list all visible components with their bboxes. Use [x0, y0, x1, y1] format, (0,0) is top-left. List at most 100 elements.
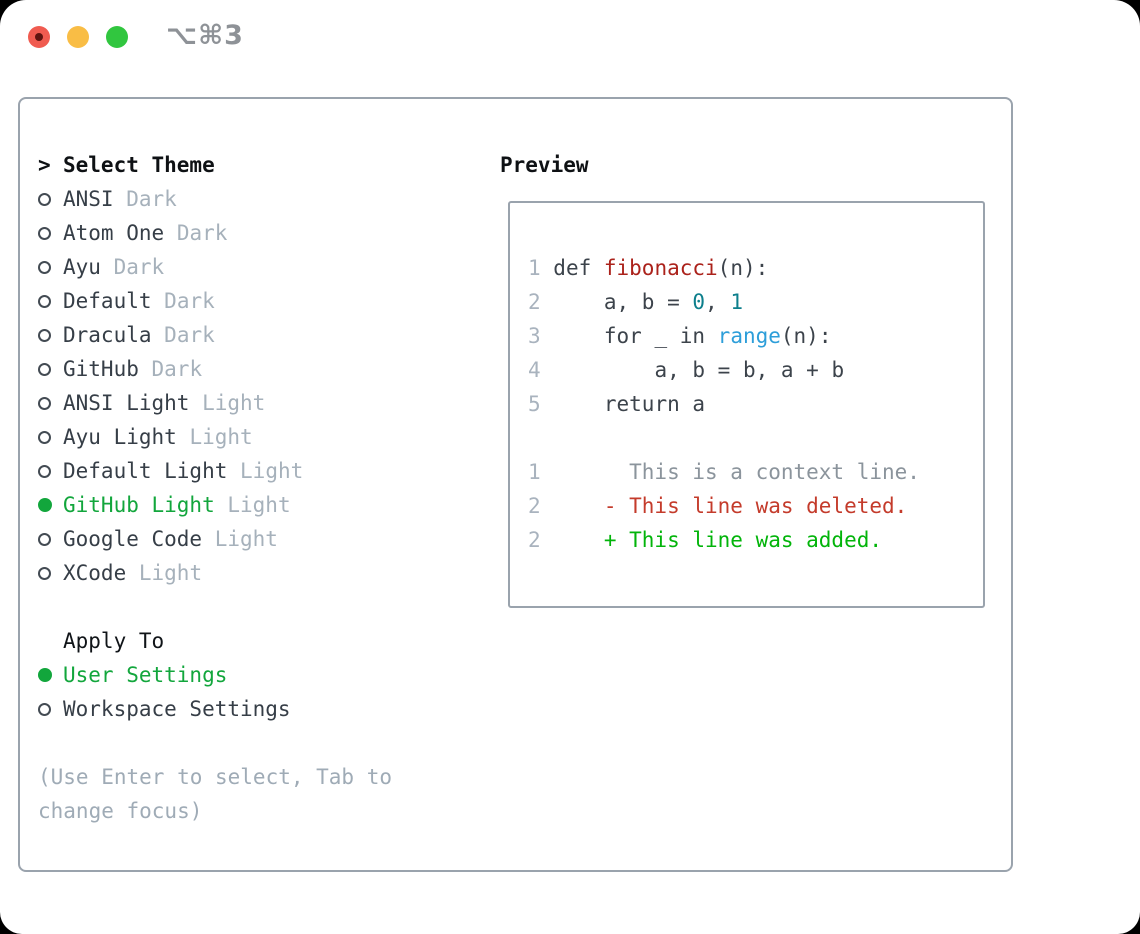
code-line: 2 a, b = 0, 1	[528, 285, 983, 319]
theme-name: Default Light	[63, 459, 228, 483]
code-line: 1 def fibonacci(n):	[528, 251, 983, 285]
code-token: a, b =	[553, 290, 693, 314]
code-token: range	[717, 324, 781, 348]
radio-icon	[38, 566, 51, 580]
code-token: for _ in	[553, 324, 718, 348]
line-number: 2	[528, 528, 604, 552]
minimize-button[interactable]	[67, 26, 89, 48]
code-token: def	[553, 256, 604, 280]
theme-option-github-light-light[interactable]: GitHub Light Light	[38, 488, 478, 522]
theme-variant-tag: Light	[138, 561, 203, 585]
diff-text: - This line was deleted.	[603, 494, 908, 518]
theme-name: ANSI	[63, 187, 114, 211]
titlebar: ⌥⌘3	[0, 0, 1140, 75]
radio-icon	[38, 396, 51, 410]
theme-name: Ayu Light	[63, 425, 177, 449]
radio-icon	[38, 362, 51, 376]
theme-variant-tag: Dark	[126, 187, 177, 211]
theme-variant-tag: Dark	[151, 357, 203, 381]
prompt-icon: >	[38, 153, 51, 177]
zoom-button[interactable]	[106, 26, 128, 48]
select-theme-header-row: > Select Theme	[38, 148, 478, 182]
theme-option-default-dark[interactable]: Default Dark	[38, 284, 478, 318]
diff-preview: 1 This is a context line.2 - This line w…	[528, 455, 983, 557]
theme-option-default-light-light[interactable]: Default Light Light	[38, 454, 478, 488]
apply-to-header-row: Apply To	[38, 624, 478, 658]
theme-option-github-dark[interactable]: GitHub Dark	[38, 352, 478, 386]
code-line: 3 for _ in range(n):	[528, 319, 983, 353]
preview-column: Preview 1 def fibonacci(n):2 a, b = 0, 1…	[500, 148, 1000, 608]
line-number: 4	[528, 358, 554, 382]
code-token: (n):	[780, 324, 832, 348]
theme-option-dracula-dark[interactable]: Dracula Dark	[38, 318, 478, 352]
diff-text: + This line was added.	[603, 528, 883, 552]
line-number: 5	[528, 392, 554, 416]
radio-icon	[38, 464, 51, 478]
theme-name: Atom One	[63, 221, 165, 245]
theme-option-ansi-light-light[interactable]: ANSI Light Light	[38, 386, 478, 420]
radio-icon	[38, 294, 51, 308]
theme-name: ANSI Light	[63, 391, 190, 415]
theme-option-ayu-light-light[interactable]: Ayu Light Light	[38, 420, 478, 454]
theme-variant-tag: Light	[202, 391, 266, 415]
theme-variant-tag: Dark	[164, 323, 215, 347]
radio-icon	[38, 532, 51, 546]
code-token: (n):	[717, 256, 769, 280]
theme-option-ansi-dark[interactable]: ANSI Dark	[38, 182, 478, 216]
radio-icon	[38, 192, 51, 206]
theme-name: Google Code	[63, 527, 203, 551]
close-button[interactable]	[28, 26, 50, 48]
theme-variant-tag: Light	[189, 425, 253, 449]
line-number: 1	[528, 460, 604, 484]
apply-option-label: User Settings	[63, 663, 228, 687]
traffic-lights	[28, 26, 128, 48]
diff-line-context: 1 This is a context line.	[528, 455, 983, 489]
code-token: a, b = b, a + b	[553, 358, 845, 382]
theme-name: Dracula	[63, 323, 152, 347]
preview-header: Preview	[500, 153, 589, 177]
line-number: 3	[528, 324, 554, 348]
line-number: 2	[528, 494, 604, 518]
theme-name: XCode	[63, 561, 127, 585]
diff-line-added: 2 + This line was added.	[528, 523, 983, 557]
theme-option-atom-one-dark[interactable]: Atom One Dark	[38, 216, 478, 250]
code-token: fibonacci	[603, 256, 718, 280]
theme-variant-tag: Dark	[113, 255, 165, 279]
radio-icon	[38, 702, 51, 716]
code-token: 1	[730, 290, 743, 314]
radio-icon	[38, 226, 51, 240]
select-theme-header: Select Theme	[63, 153, 215, 177]
apply-option-workspace-settings[interactable]: Workspace Settings	[38, 692, 478, 726]
theme-variant-tag: Light	[214, 527, 278, 551]
radio-selected-icon	[38, 668, 52, 682]
code-line: 5 return a	[528, 387, 983, 421]
diff-text: This is a context line.	[603, 460, 920, 484]
theme-option-ayu-dark[interactable]: Ayu Dark	[38, 250, 478, 284]
theme-name: Default	[63, 289, 152, 313]
apply-option-user-settings[interactable]: User Settings	[38, 658, 478, 692]
keyboard-hint: (Use Enter to select, Tab to change focu…	[38, 765, 393, 823]
code-token: 0	[692, 290, 706, 314]
code-line: 4 a, b = b, a + b	[528, 353, 983, 387]
diff-line-deleted: 2 - This line was deleted.	[528, 489, 983, 523]
theme-variant-tag: Dark	[176, 221, 228, 245]
theme-variant-tag: Dark	[164, 289, 215, 313]
window-shortcut-label: ⌥⌘3	[166, 20, 244, 51]
radio-icon	[38, 328, 51, 342]
apply-option-label: Workspace Settings	[63, 697, 291, 721]
theme-option-google-code-light[interactable]: Google Code Light	[38, 522, 478, 556]
radio-icon	[38, 260, 51, 274]
theme-name: Ayu	[63, 255, 101, 279]
code-token: return a	[553, 392, 706, 416]
theme-variant-tag: Light	[227, 493, 291, 517]
apply-to-header: Apply To	[63, 629, 165, 653]
line-number: 2	[528, 290, 554, 314]
radio-icon	[38, 430, 51, 444]
theme-option-xcode-light[interactable]: XCode Light	[38, 556, 478, 590]
